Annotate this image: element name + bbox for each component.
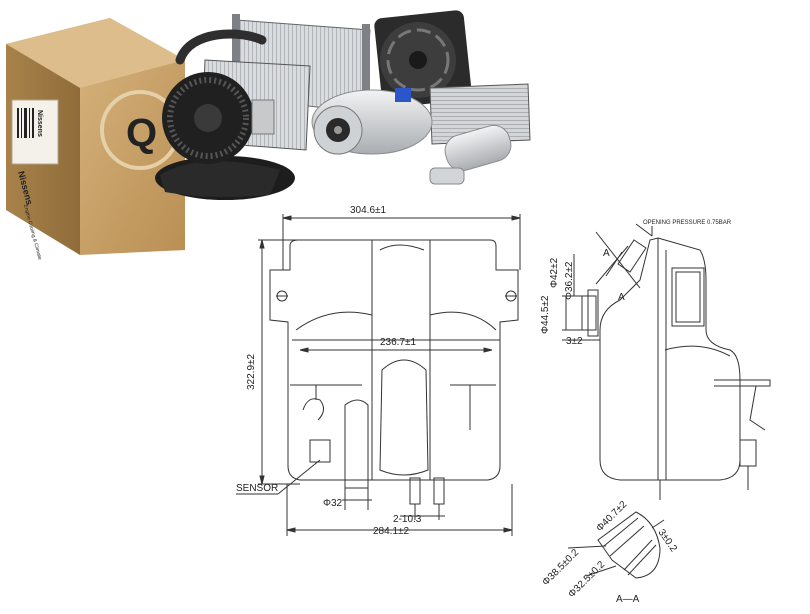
section-label: A—A (616, 594, 640, 605)
dim-section-dia-32: Φ32.5±0.2 (566, 559, 607, 600)
box-barcode-label (11, 99, 59, 165)
dim-section-offset: 3±0.2 (656, 527, 680, 554)
dim-height-total: 322.9±2 (246, 353, 257, 390)
pressure-note: OPENING PRESSURE 0.75BAR (643, 220, 732, 226)
cardboard-box: Q Nissens Nissens Engine Cooling & Clima… (6, 18, 185, 261)
section-mark-bottom: A (618, 292, 625, 303)
dim-inner-width: 236.7±1 (380, 337, 417, 348)
radiator-fan-photo (374, 10, 472, 108)
section-mark-top: A (603, 248, 610, 259)
sensor-label: SENSOR (236, 483, 278, 494)
box-brand-side: Nissens (36, 110, 43, 137)
dim-dia-42: Φ42±2 (549, 257, 560, 288)
blower-motor-photo (155, 72, 295, 200)
front-view-drawing (236, 214, 521, 536)
ac-hose-photo (175, 29, 267, 65)
logo-letter: Q (126, 111, 157, 155)
barcode-icon (17, 108, 34, 138)
ac-compressor-photo (311, 88, 433, 155)
dim-dia-44: Φ44.5±2 (540, 295, 551, 334)
dim-offset-3: 3±2 (566, 336, 583, 347)
side-view-drawing (562, 223, 771, 500)
dim-width-total: 304.6±1 (350, 205, 387, 216)
receiver-drier-photo (429, 124, 512, 185)
section-aa-drawing (567, 511, 665, 579)
dim-sensor-dia: Φ32 (323, 498, 343, 509)
dim-outlet-spec: 2-10.3 (393, 514, 422, 525)
dim-bottom-width: 284.1±2 (373, 526, 410, 537)
dim-dia-36: Φ36.2±2 (564, 261, 575, 300)
